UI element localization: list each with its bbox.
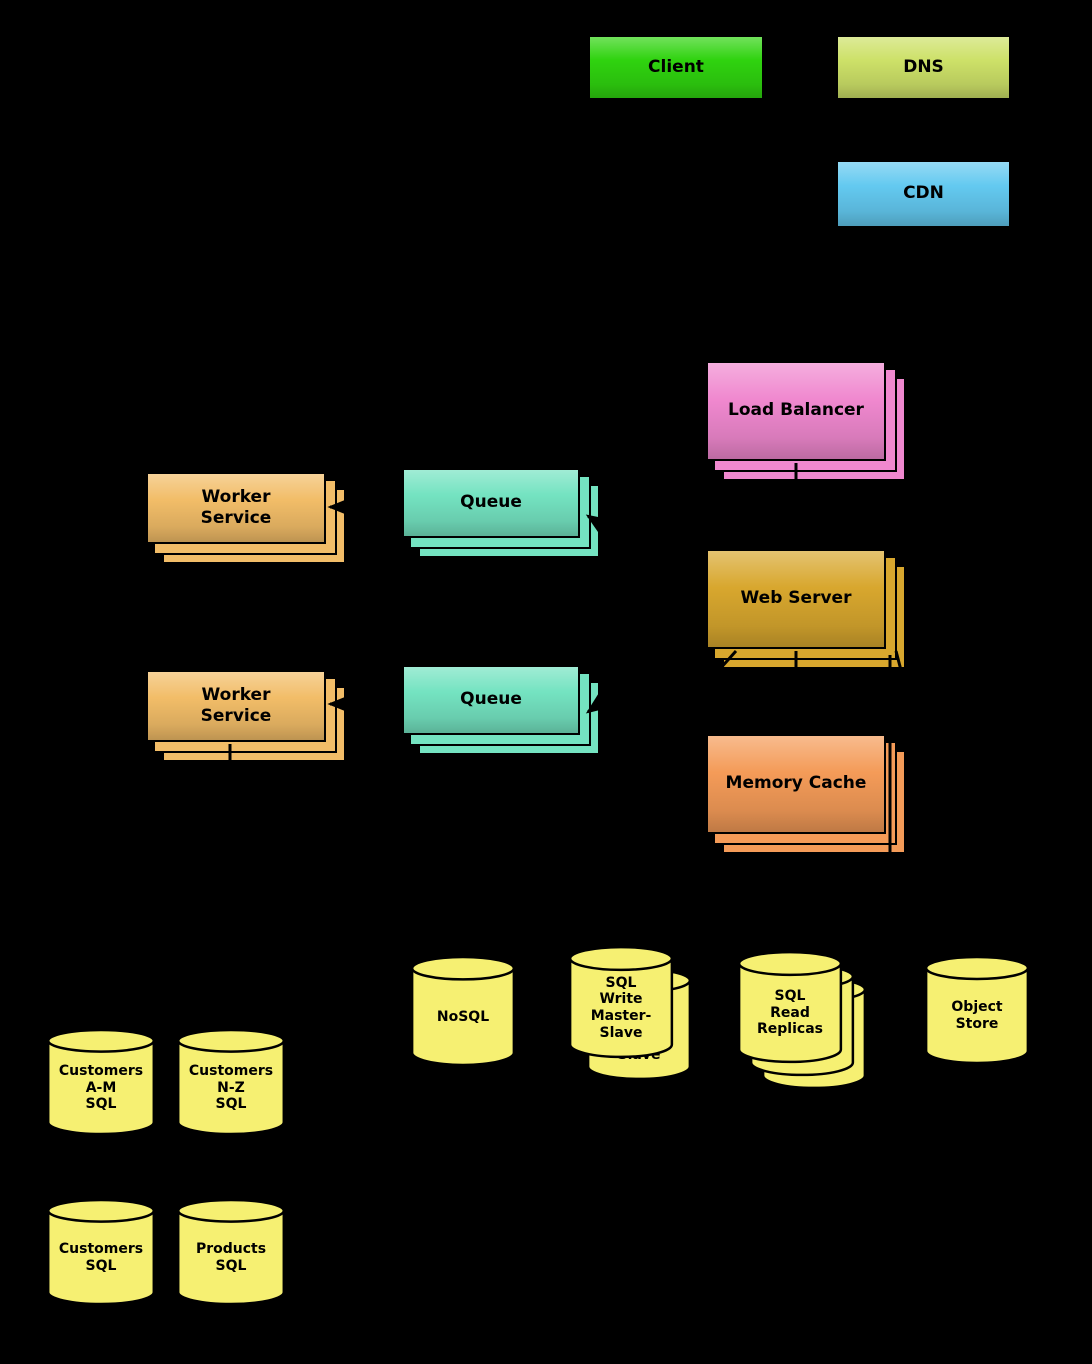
node-sql-write-master-slave: SQL Write Master- Slave xyxy=(568,945,674,1059)
node-label: Customers xyxy=(58,1241,144,1258)
node-label: Service xyxy=(200,508,272,528)
node-label: Queue xyxy=(460,492,522,513)
cylinder-shape xyxy=(410,955,516,1067)
node-label: Service xyxy=(200,706,272,726)
cylinder-shape xyxy=(924,955,1030,1065)
node-label-group: Object Store xyxy=(926,975,1028,1057)
node-label: Worker xyxy=(201,486,271,507)
cylinder-shape xyxy=(46,1198,156,1306)
cylinder-shape xyxy=(737,950,843,1064)
cylinder-shape xyxy=(46,1028,156,1136)
node-label: Customers xyxy=(58,1063,144,1080)
node-label: SQL xyxy=(215,1096,247,1113)
node-label-group: Products SQL xyxy=(178,1218,284,1298)
node-dns: DNS xyxy=(836,35,1011,100)
node-nosql: NoSQL xyxy=(410,955,516,1067)
node-label-group: Customers A-M SQL xyxy=(48,1048,154,1128)
node-label: Client xyxy=(648,56,704,77)
node-label: SQL xyxy=(605,974,637,991)
node-queue-bottom: Queue xyxy=(402,665,580,735)
node-label: Replicas xyxy=(757,1021,823,1038)
node-cdn: CDN xyxy=(836,160,1011,228)
node-sql-read-replicas: SQL Read Replicas xyxy=(737,950,843,1064)
cylinder-shape xyxy=(176,1028,286,1136)
node-web-server: Web Server xyxy=(706,549,886,649)
node-label: Read xyxy=(770,1004,810,1021)
node-label: A-M xyxy=(85,1079,117,1096)
node-worker-service-top: Worker Service xyxy=(146,472,326,544)
node-customers-am-sql: Customers A-M SQL xyxy=(46,1028,156,1136)
edge-client-cdn xyxy=(762,82,848,160)
node-memory-cache: Memory Cache xyxy=(706,734,886,834)
node-client: Client xyxy=(588,35,764,100)
node-label: Slave xyxy=(599,1024,643,1041)
node-label: NoSQL xyxy=(436,1008,490,1025)
node-label: CDN xyxy=(903,183,944,204)
node-label: Master- xyxy=(590,1008,652,1024)
node-label-group: NoSQL xyxy=(412,975,514,1059)
node-object-store: Object Store xyxy=(924,955,1030,1065)
node-label: Memory Cache xyxy=(725,773,867,794)
edge-web-server-object-store xyxy=(894,650,979,955)
edge-client-load-balancer xyxy=(674,99,774,361)
node-products-sql: Products SQL xyxy=(176,1198,286,1306)
node-label: Queue xyxy=(460,689,522,710)
node-label: Load Balancer xyxy=(728,400,864,421)
node-label: SQL xyxy=(85,1258,117,1274)
node-label: Worker xyxy=(201,684,271,705)
edge-web-server-sql-write xyxy=(619,654,692,945)
node-load-balancer: Load Balancer xyxy=(706,361,886,461)
node-label-group: SQL Write Master- Slave xyxy=(570,965,672,1051)
edge-web-server-queue-top xyxy=(585,514,705,594)
cylinder-shape xyxy=(176,1198,286,1306)
node-queue-top: Queue xyxy=(402,468,580,538)
node-label-group: Customers SQL xyxy=(48,1218,154,1298)
node-label: Object xyxy=(951,999,1003,1016)
node-label: N-Z xyxy=(217,1079,245,1096)
cylinder-shape xyxy=(568,945,674,1059)
node-label: Customers xyxy=(188,1063,274,1080)
node-customers-nz-sql: Customers N-Z SQL xyxy=(176,1028,286,1136)
node-label: Web Server xyxy=(740,588,852,609)
node-label: DNS xyxy=(903,56,944,77)
node-customers-sql: Customers SQL xyxy=(46,1198,156,1306)
node-label: SQL xyxy=(774,988,806,1005)
edge-web-server-queue-bottom xyxy=(585,626,705,714)
node-label: Store xyxy=(955,1016,999,1032)
node-label: Products xyxy=(195,1241,267,1258)
node-worker-service-bottom: Worker Service xyxy=(146,670,326,742)
node-label: SQL xyxy=(215,1258,247,1274)
node-label-group: Customers N-Z SQL xyxy=(178,1048,284,1128)
node-label: Write xyxy=(599,991,643,1008)
node-label: SQL xyxy=(85,1096,117,1113)
node-label-group: SQL Read Replicas xyxy=(739,970,841,1056)
